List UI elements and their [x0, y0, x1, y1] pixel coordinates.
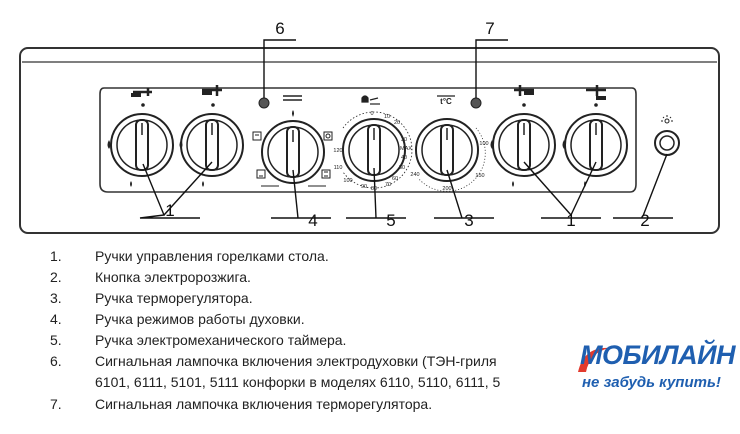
brand-slogan: не забудь купить!	[582, 374, 721, 391]
spark-icon	[661, 115, 673, 124]
thermo-tick-240: 240	[410, 172, 419, 178]
thermo-tick-150: 150	[475, 173, 484, 179]
burner-knob-4[interactable]	[564, 113, 628, 177]
callout-1-left: 1	[165, 201, 174, 220]
callout-7: 7	[485, 19, 494, 38]
burner-symbol-2-icon	[202, 85, 222, 96]
bottom-heat-icon	[256, 169, 266, 179]
burner-knob-2[interactable]	[180, 113, 244, 177]
flame-large-icon-2	[179, 140, 183, 149]
indicator-dot-4	[594, 103, 598, 107]
oven-light-icon	[292, 110, 294, 117]
flame-small-icon-2	[202, 181, 204, 187]
brand-logo: МОБИЛАЙН	[580, 340, 736, 370]
flame-large-icon-4	[562, 140, 566, 149]
knob-bay-outline	[99, 87, 637, 193]
legend-number: 3.	[50, 290, 62, 306]
thermo-scale-arc	[417, 127, 486, 192]
fan-mode-icon	[323, 131, 333, 141]
burner-symbol-3-icon	[514, 85, 534, 96]
callout-4: 4	[308, 211, 317, 230]
legend-text: Ручка режимов работы духовки.	[95, 311, 305, 327]
timer-tick-50: 50	[399, 165, 405, 171]
timer-tick-20: 20	[394, 120, 400, 126]
timer-tick-110: 110	[334, 165, 343, 171]
thermo-unit-label: t°C	[440, 97, 452, 106]
brand-watermark: МОБИЛАЙН не забудь купить!	[572, 340, 740, 400]
legend-text: Кнопка электророзжига.	[95, 269, 251, 285]
burner-knob-3[interactable]	[492, 113, 556, 177]
brand-swoosh-icon	[578, 347, 610, 372]
burner-symbol-1-icon	[131, 88, 152, 97]
flame-small-icon-1	[130, 181, 132, 187]
timer-tick-120: 120	[333, 148, 342, 154]
legend-number: 4.	[50, 311, 62, 327]
callout-3: 3	[464, 211, 473, 230]
legend-text: Сигнальная лампочка включения электродух…	[95, 353, 497, 369]
ignition-button[interactable]	[654, 130, 680, 156]
timer-tick-80: 80	[371, 186, 377, 192]
control-panel-diagram: 0 10 20 30 MAX 40 50 60 70 80 90 100 110…	[19, 19, 720, 234]
legend-number: 6.	[50, 353, 62, 369]
legend-text: Ручка электромеханического таймера.	[95, 332, 347, 348]
indicator-dot-2	[211, 103, 215, 107]
legend-number: 1.	[50, 248, 62, 264]
legend-text: Ручки управления горелками стола.	[95, 248, 329, 264]
legend-text: Сигнальная лампочка включения терморегул…	[95, 396, 433, 412]
timer-bell-icon	[361, 95, 380, 105]
timer-tick-60: 60	[392, 176, 398, 182]
callout-6: 6	[275, 19, 284, 38]
flame-small-icon-3	[512, 181, 514, 187]
timer-tick-40: 40	[401, 155, 407, 161]
legend-number: 2.	[50, 269, 62, 285]
legend-text-continued: 6101, 6111, 5101, 5111 конфорки в моделя…	[95, 374, 501, 390]
burner-symbol-4-icon	[586, 85, 606, 100]
burner-knob-1[interactable]	[110, 113, 174, 177]
flame-large-icon-3	[490, 140, 494, 149]
top-bottom-heat-icon	[321, 169, 331, 179]
timer-tick-30: 30	[401, 137, 407, 143]
signal-lamp-oven	[258, 97, 270, 109]
callout-5: 5	[386, 211, 395, 230]
indicator-dot-3	[522, 103, 526, 107]
oven-mode-symbol-icon	[283, 95, 302, 101]
callout-1-right: 1	[566, 211, 575, 230]
legend: 1. Ручки управления горелками стола. 2. …	[0, 246, 740, 426]
flame-large-icon-1	[107, 140, 111, 149]
leader-lines	[139, 39, 673, 219]
legend-number: 7.	[50, 396, 62, 412]
timer-tick-10: 10	[384, 114, 390, 120]
timer-tick-max: MAX	[400, 146, 412, 152]
legend-text: Ручка терморегулятора.	[95, 290, 253, 306]
indicator-dot-1	[141, 103, 145, 107]
timer-tick-100: 100	[343, 178, 352, 184]
thermo-tick-200: 200	[442, 186, 451, 192]
legend-number: 5.	[50, 332, 62, 348]
grill-mode-icon	[252, 131, 262, 141]
timer-scale-arc	[342, 111, 413, 189]
callout-2: 2	[640, 211, 649, 230]
signal-lamp-thermostat	[470, 97, 482, 109]
timer-tick-0: 0	[370, 111, 373, 117]
